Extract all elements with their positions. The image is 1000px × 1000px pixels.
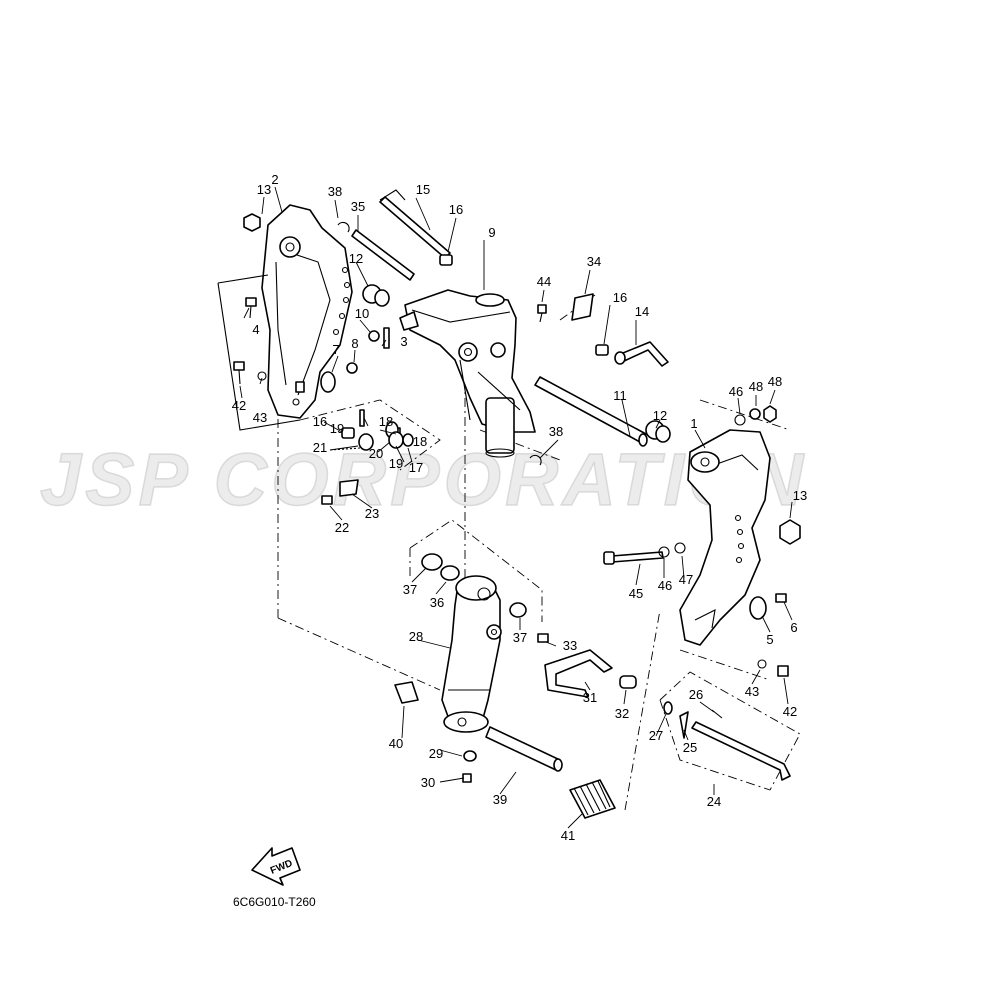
tilt-cylinder <box>441 575 502 733</box>
callout-16b: 16 <box>613 290 627 305</box>
callout-1: 1 <box>690 416 697 431</box>
diagram-code: 6C6G010-T260 <box>233 895 316 909</box>
shafts <box>351 189 791 781</box>
callout-12b: 12 <box>653 408 667 423</box>
callout-12a: 12 <box>349 251 363 266</box>
fwd-arrow: FWD <box>251 847 301 886</box>
callout-4: 4 <box>252 322 259 337</box>
callout-19b: 19 <box>389 456 403 471</box>
leader-lines <box>239 186 793 829</box>
callout-11: 11 <box>613 388 627 403</box>
callout-40: 40 <box>389 736 403 751</box>
right-clamp-bracket <box>679 429 771 646</box>
callout-41: 41 <box>561 828 575 843</box>
callout-47: 47 <box>679 572 693 587</box>
callout-38b: 38 <box>549 424 563 439</box>
callout-35: 35 <box>351 199 365 214</box>
callout-7: 7 <box>332 342 339 357</box>
callout-19a: 19 <box>330 421 344 436</box>
callout-37b: 37 <box>513 630 527 645</box>
rod-24 <box>691 721 791 781</box>
callout-25: 25 <box>683 740 697 755</box>
callout-2: 2 <box>271 172 278 187</box>
callout-3: 3 <box>400 334 407 349</box>
callout-18a: 18 <box>379 414 393 429</box>
callout-20: 20 <box>369 446 383 461</box>
callout-18b: 18 <box>413 434 427 449</box>
pin-35 <box>351 229 415 281</box>
callout-17: 17 <box>409 460 423 475</box>
callout-39: 39 <box>493 792 507 807</box>
knob-32 <box>619 675 637 689</box>
callout-14: 14 <box>635 304 649 319</box>
callout-8: 8 <box>351 336 358 351</box>
callout-32: 32 <box>615 706 629 721</box>
callout-10: 10 <box>355 306 369 321</box>
callout-15: 15 <box>416 182 430 197</box>
hardware <box>233 213 801 783</box>
callout-9: 9 <box>488 225 495 240</box>
callout-43a: 43 <box>253 410 267 425</box>
callout-46a: 46 <box>729 384 743 399</box>
callout-26: 26 <box>689 687 703 702</box>
callout-42b: 42 <box>783 704 797 719</box>
callout-48a: 48 <box>749 379 763 394</box>
callout-13a: 13 <box>257 182 271 197</box>
callout-48b: 48 <box>768 374 782 389</box>
callout-13b: 13 <box>793 488 807 503</box>
callout-33: 33 <box>563 638 577 653</box>
watermark-text: JSP CORPORATION <box>40 438 807 521</box>
callout-46b: 46 <box>658 578 672 593</box>
callout-27: 27 <box>649 728 663 743</box>
callout-30: 30 <box>421 775 435 790</box>
callout-16a: 16 <box>449 202 463 217</box>
callout-labels: 13 2 38 35 15 16 9 44 34 16 14 12 10 8 3… <box>232 172 807 843</box>
callout-21: 21 <box>313 440 327 455</box>
lever-14 <box>617 341 669 367</box>
lever-rod-15 <box>379 196 451 259</box>
callout-44: 44 <box>537 274 551 289</box>
lever-31 <box>544 649 613 698</box>
callout-28: 28 <box>409 629 423 644</box>
callout-22: 22 <box>335 520 349 535</box>
callout-42a: 42 <box>232 398 246 413</box>
pipe-39 <box>485 726 561 771</box>
callout-24: 24 <box>707 794 721 809</box>
tilt-shaft-11 <box>534 376 647 443</box>
callout-29: 29 <box>429 746 443 761</box>
levers <box>544 341 669 698</box>
callout-37a: 37 <box>403 582 417 597</box>
callout-45: 45 <box>629 586 643 601</box>
left-clamp-bracket <box>217 204 353 431</box>
callout-34: 34 <box>587 254 601 269</box>
callout-31: 31 <box>583 690 597 705</box>
swivel-bracket <box>399 289 536 458</box>
callout-43b: 43 <box>745 684 759 699</box>
callout-23: 23 <box>365 506 379 521</box>
callout-36: 36 <box>430 595 444 610</box>
callout-5: 5 <box>766 632 773 647</box>
callout-16c: 16 <box>313 414 327 429</box>
callout-6: 6 <box>790 620 797 635</box>
spring-41 <box>569 779 616 819</box>
callout-38a: 38 <box>328 184 342 199</box>
